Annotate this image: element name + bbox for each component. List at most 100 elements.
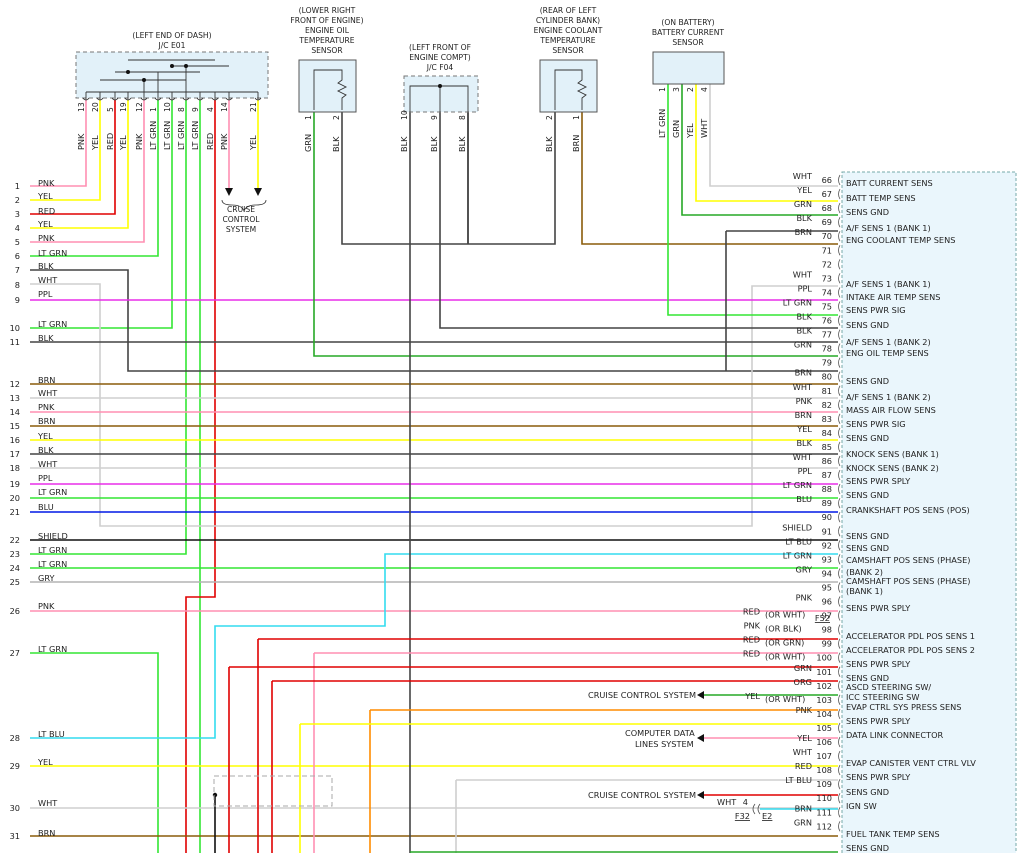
ecm-pin-108: 108 xyxy=(816,765,832,775)
w1 xyxy=(30,100,87,187)
ecm-label: A/F SENS 1 (BANK 1) xyxy=(846,223,931,233)
jc-e01-wire-color: YEL xyxy=(90,135,100,151)
ecm-label: SENS GND xyxy=(846,531,889,541)
conn-e2: E2 xyxy=(762,811,772,821)
coolant-pin: 1 xyxy=(572,115,581,120)
wire-color-66: WHT xyxy=(793,171,813,181)
ecm-label: KNOCK SENS (BANK 1) xyxy=(846,449,939,459)
ecm-label: SENS GND xyxy=(846,376,889,386)
ecm-pin-90: 90 xyxy=(822,512,832,522)
ecm-label: ENG OIL TEMP SENS xyxy=(846,348,929,358)
ecm-label: IGN SW xyxy=(846,801,877,811)
ecm-pin-77: 77 xyxy=(822,330,832,340)
w-oil-blk xyxy=(341,110,556,245)
pin-bracket xyxy=(838,413,841,425)
ecm-label: SENS GND xyxy=(846,787,889,797)
left-color: BLK xyxy=(38,445,54,455)
ecm-label: FUEL TANK TEMP SENS xyxy=(846,829,940,839)
pin-bracket xyxy=(838,427,841,439)
coolant-sensor-title: ENGINE COOLANT xyxy=(534,26,603,35)
wire-color-82: PNK xyxy=(796,396,813,406)
jc-f04-wire: BLK xyxy=(457,136,467,152)
w-bat-yel xyxy=(695,84,838,202)
oil-sensor-title: ENGINE OIL xyxy=(305,26,350,35)
w-bat-grn xyxy=(681,84,838,216)
left-pin-30: 30 xyxy=(10,803,20,813)
pin-bracket xyxy=(838,624,841,635)
jc-e01-wire-color: PNK xyxy=(134,133,144,150)
pin-bracket xyxy=(838,568,841,579)
pin-bracket xyxy=(838,680,841,692)
jc-e01-pin: 5 xyxy=(106,107,115,112)
ecm-label: SENS GND xyxy=(846,207,889,217)
oil-pin: 1 xyxy=(304,115,313,120)
battery-sensor-title: (ON BATTERY) xyxy=(661,18,714,27)
jc-e01-wire-color: RED xyxy=(105,133,115,150)
pin-bracket xyxy=(838,230,841,242)
jc-e01-wire-color: YEL xyxy=(248,135,258,151)
splice-dot xyxy=(142,78,146,82)
wire-color-83: BRN xyxy=(795,410,812,420)
w3 xyxy=(30,100,116,215)
ecm-pin-69: 69 xyxy=(822,217,832,227)
alt-color-99: (OR GRN) xyxy=(765,638,804,648)
left-pin-29: 29 xyxy=(10,761,20,771)
wire-color-77: BLK xyxy=(796,326,812,336)
left-color: GRY xyxy=(38,573,56,583)
jc-f04-box xyxy=(403,75,479,113)
jc-e01-pin: 12 xyxy=(135,102,144,112)
left-color: WHT xyxy=(38,798,58,808)
left-pin-2: 2 xyxy=(15,195,20,205)
ecm-label: SENS GND xyxy=(846,543,889,553)
wire-color-70: BRN xyxy=(795,227,812,237)
ecm-label: SENS PWR SPLY xyxy=(846,476,911,486)
wire-layer xyxy=(30,84,838,853)
ecm-pin-102: 102 xyxy=(816,681,832,691)
splice-dot xyxy=(212,792,218,798)
ext-cruise-2: CRUISE CONTROL SYSTEM xyxy=(588,790,696,800)
left-color: BRN xyxy=(38,416,55,426)
jc-e01-pin: 9 xyxy=(191,107,200,112)
label-layer: 66WHT67YEL68GRN69BLK70BRN717273WHT74PPL7… xyxy=(10,6,977,853)
ecm-label: (BANK 2) xyxy=(846,567,883,577)
pin-bracket xyxy=(838,652,841,663)
left-color: PNK xyxy=(38,233,55,243)
ecm-pin-91: 91 xyxy=(822,526,832,536)
splice-dot xyxy=(438,84,442,88)
ecm-pin-83: 83 xyxy=(822,414,832,424)
coolant-sensor-title: (REAR OF LEFT xyxy=(540,6,597,15)
ecm-pin-111: 111 xyxy=(816,807,832,817)
pin-bracket xyxy=(838,596,841,607)
battery-pin: 3 xyxy=(672,87,681,92)
left-pin-17: 17 xyxy=(10,449,20,459)
ecm-pin-112: 112 xyxy=(816,821,832,831)
wire-color-86: WHT xyxy=(793,452,813,462)
ecm-label: SENS GND xyxy=(846,433,889,443)
ext-data-2: LINES SYSTEM xyxy=(635,739,694,749)
w-wht-73 xyxy=(30,283,838,527)
cruise-label: CONTROL xyxy=(222,215,260,224)
wire-color-112: GRN xyxy=(794,817,812,827)
left-pin-1: 1 xyxy=(15,181,20,191)
left-pin-16: 16 xyxy=(10,435,20,445)
ecm-label: DATA LINK CONNECTOR xyxy=(846,730,944,740)
ecm-pin-87: 87 xyxy=(822,470,832,480)
wire-color-103: YEL xyxy=(744,691,760,701)
left-pin-24: 24 xyxy=(10,563,20,573)
jc-e01-pin: 4 xyxy=(206,107,215,112)
pin-bracket xyxy=(838,483,841,495)
brace xyxy=(221,199,267,213)
pin-bracket xyxy=(838,469,841,481)
oil-pin: 2 xyxy=(332,115,341,120)
coolant-sensor-title: SENSOR xyxy=(552,46,584,55)
jc-e01-wire-color: PNK xyxy=(219,133,229,150)
left-color: BLK xyxy=(38,261,54,271)
wire-color-97: RED xyxy=(743,607,760,617)
ecm-label: SENS PWR SPLY xyxy=(846,659,911,669)
left-pin-8: 8 xyxy=(15,280,20,290)
left-color: RED xyxy=(38,206,55,216)
jc-f04-wire: BLK xyxy=(429,136,439,152)
jc-e01-pin: 1 xyxy=(149,107,158,112)
left-pin-12: 12 xyxy=(10,379,20,389)
conn-f32: F32 xyxy=(735,811,750,821)
